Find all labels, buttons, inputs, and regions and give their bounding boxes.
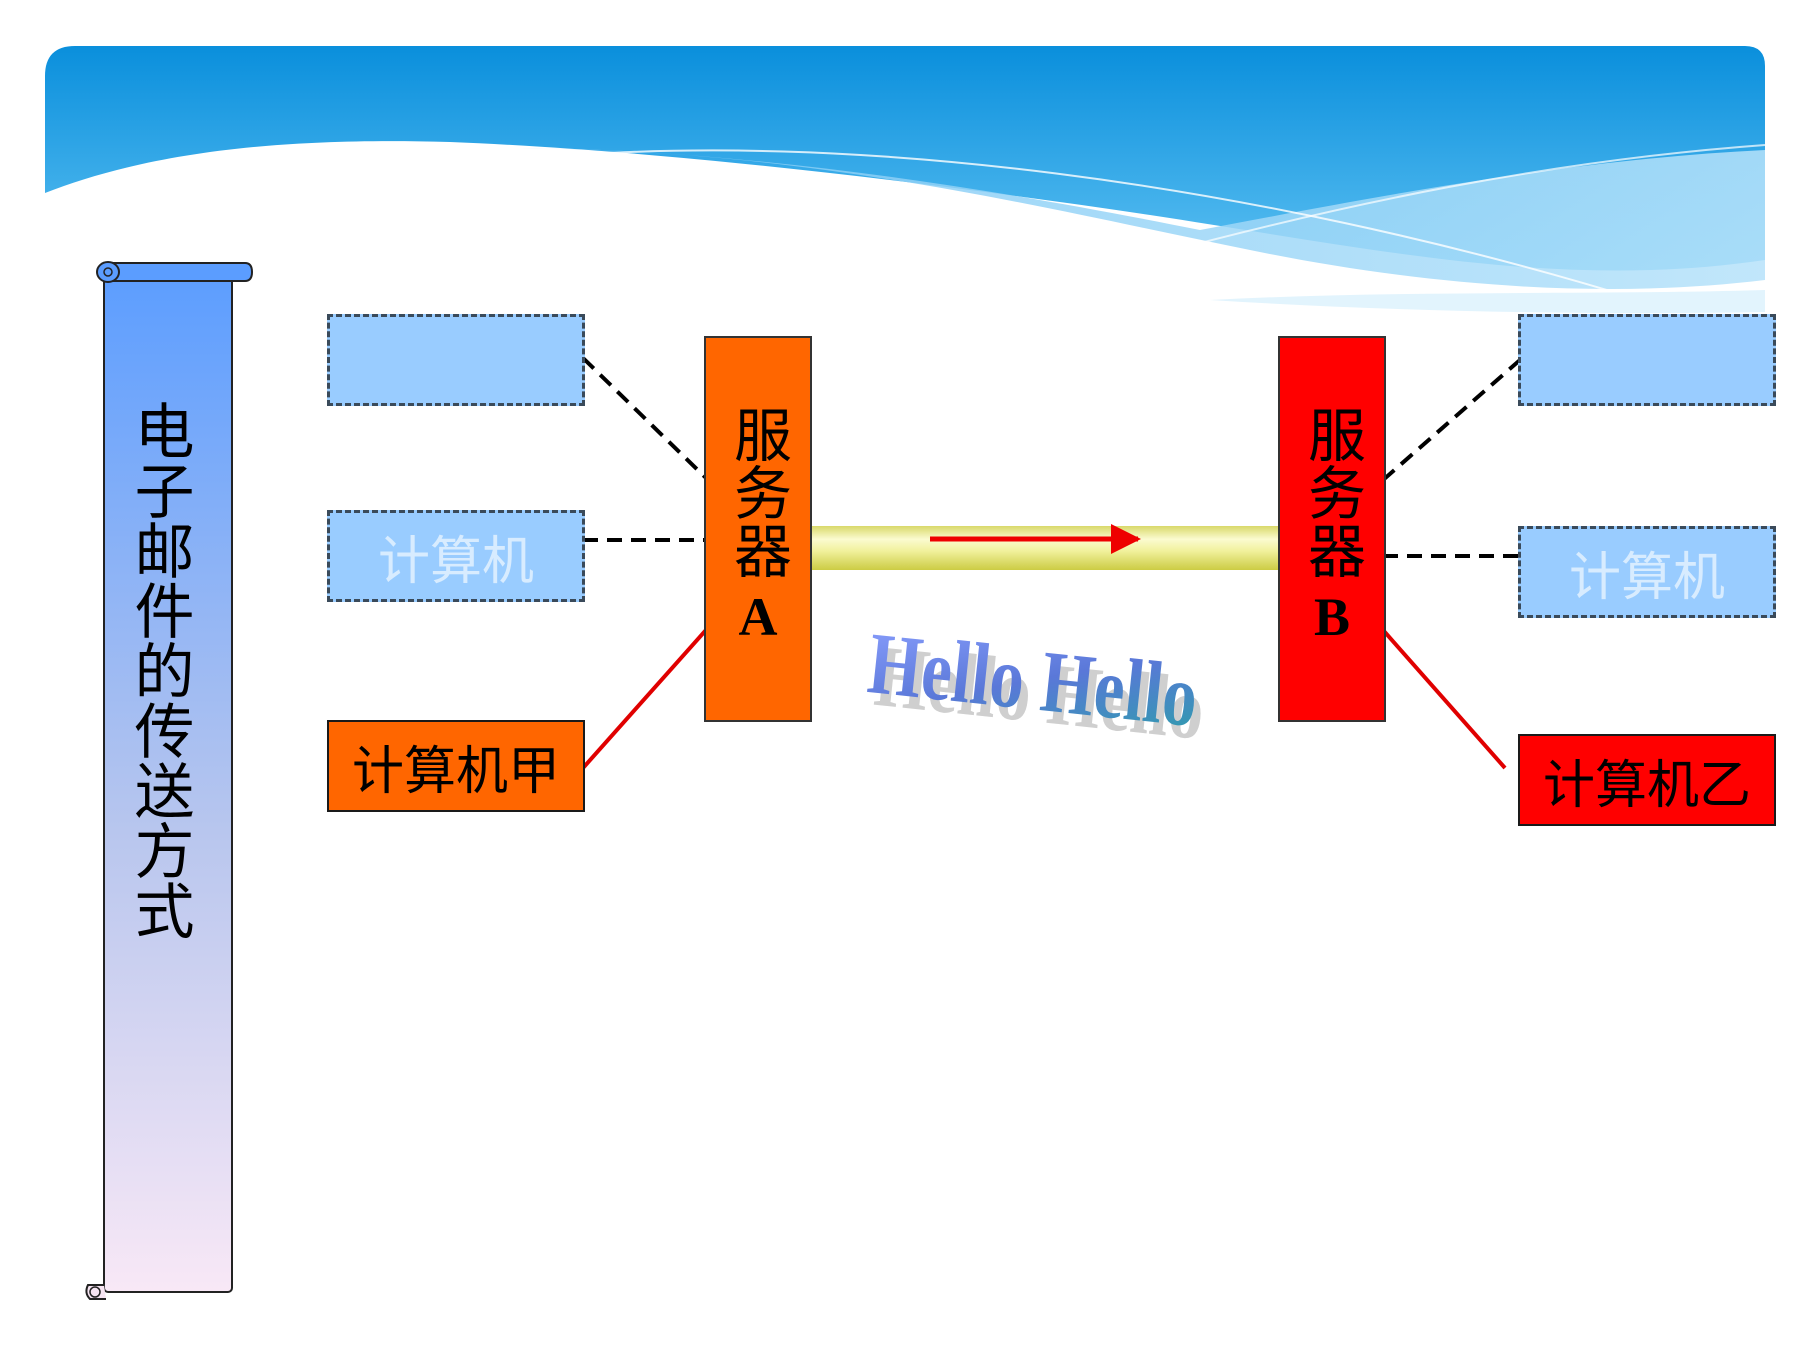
computer-left-1 [327,314,585,406]
computer-left-2: 计算机 [327,510,585,602]
server-b-label: 服务器 [1298,405,1366,579]
server-b: 服务器 B [1278,336,1386,722]
link-right-top [1381,358,1522,482]
title-scroll-banner [85,261,254,1300]
computer-left-2-label: 计算机 [377,531,534,592]
link-left-bottom [581,628,708,770]
computer-right-2-label: 计算机 [1568,547,1725,608]
hello-message-wordart: Hello Hello Hello Hello [864,615,1209,759]
link-left-top [581,356,708,480]
server-b-letter: B [1313,587,1351,647]
computer-right-2: 计算机 [1518,526,1776,618]
transmission-pipe [810,526,1280,570]
header-wave-decoration [45,46,1766,314]
link-right-bottom [1381,628,1507,770]
computer-right-1 [1518,314,1776,406]
server-a: 服务器 A [704,336,812,722]
server-a-label: 服务器 [724,405,792,579]
server-a-letter: A [738,587,778,647]
computer-yi: 计算机乙 [1518,734,1776,826]
computer-yi-label: 计算机乙 [1542,755,1751,816]
page-title: 电子邮件的传送方式 [124,400,194,940]
computer-jia: 计算机甲 [327,720,585,812]
computer-jia-label: 计算机甲 [351,741,560,802]
